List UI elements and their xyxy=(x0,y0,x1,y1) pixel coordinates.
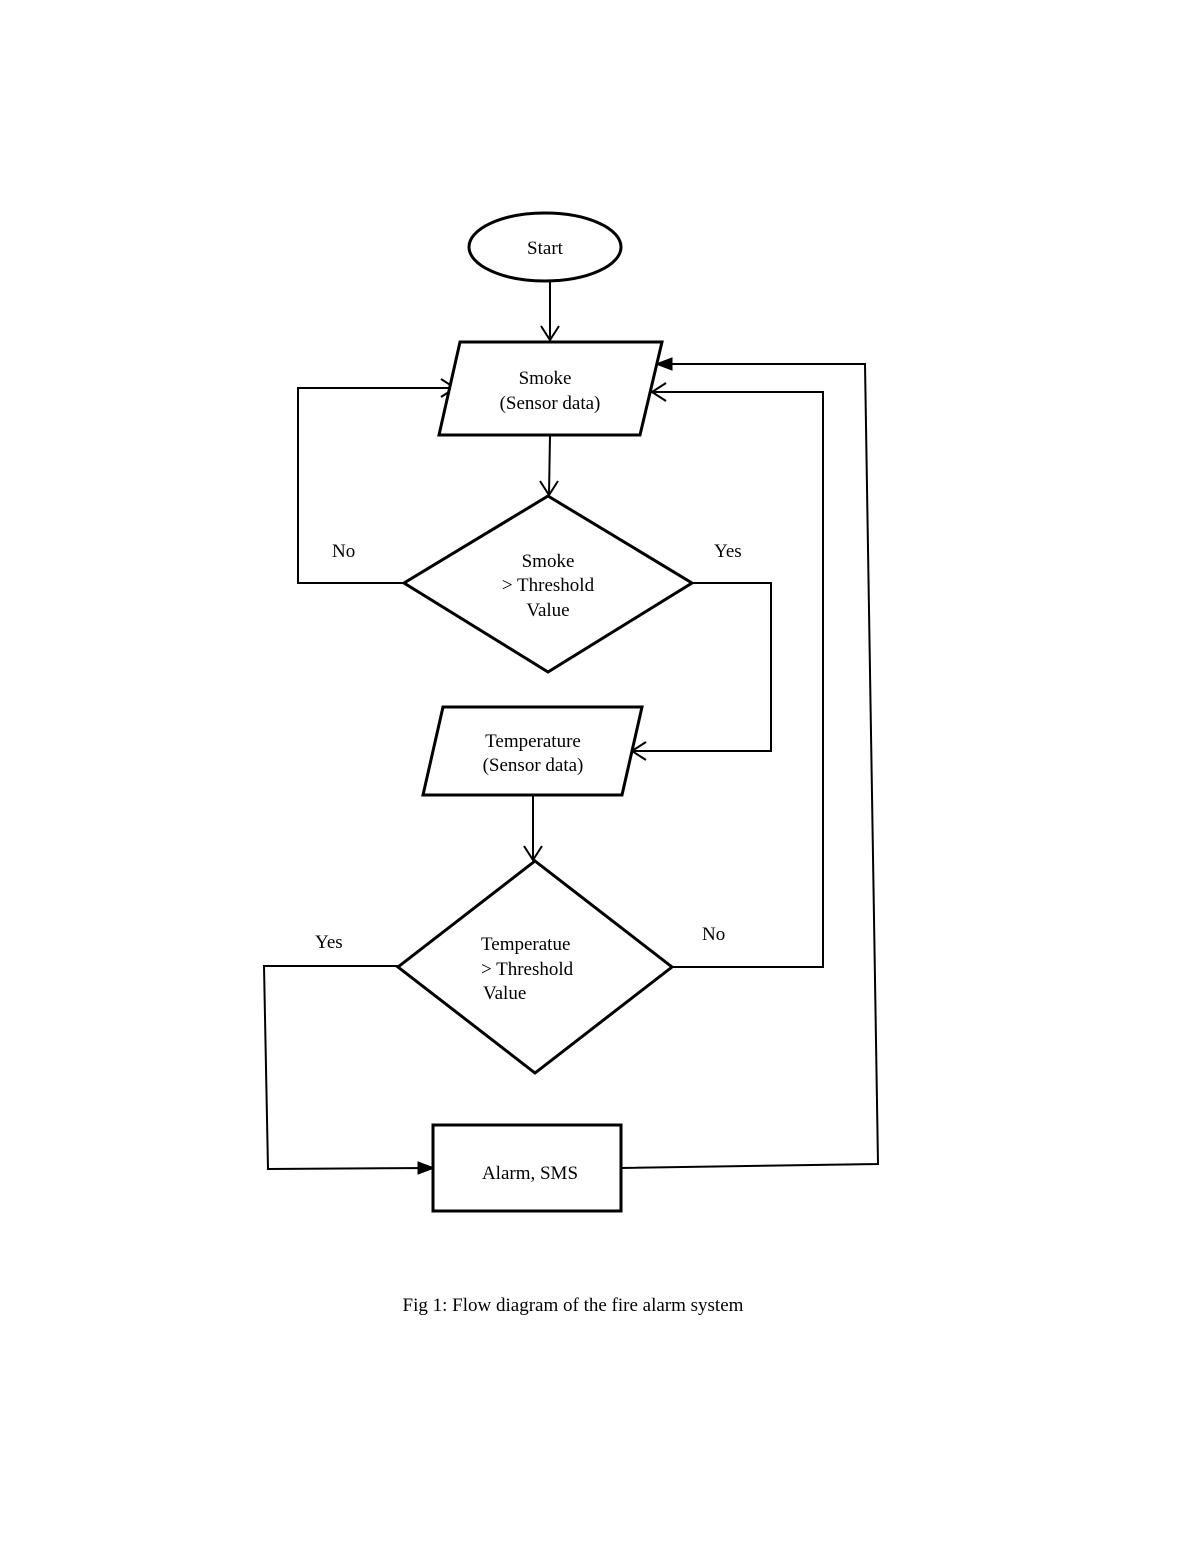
smoke-input-label-line2: (Sensor data) xyxy=(500,393,601,414)
alarm-label: Alarm, SMS xyxy=(482,1163,578,1184)
temp-decision-label-line1: Temperatue xyxy=(481,934,570,955)
temp-input-label-line1: Temperature xyxy=(485,731,581,752)
alarm-process-box xyxy=(431,1123,623,1213)
temp-decision-label-line3: Value xyxy=(483,983,526,1004)
smoke-decision-label-line2: > Threshold xyxy=(502,575,595,596)
figure-caption: Fig 1: Flow diagram of the fire alarm sy… xyxy=(403,1295,744,1316)
temp-decision-node: Temperatue > Threshold Value xyxy=(395,859,675,1075)
start-terminator xyxy=(467,211,623,283)
temp-decision-diamond xyxy=(395,859,675,1075)
arrowhead xyxy=(650,382,667,402)
edge-temp-no-loop xyxy=(652,391,824,968)
edge-label-temp-yes: Yes xyxy=(315,932,343,953)
edge-temp-yes-to-alarm xyxy=(262,965,433,1171)
edge-label-smoke-yes: Yes xyxy=(714,541,742,562)
smoke-input-label-line1: Smoke xyxy=(519,368,572,389)
temp-input-label-line2: (Sensor data) xyxy=(483,755,584,776)
start-node: Start xyxy=(467,211,623,283)
edge-smoke-yes-to-temp xyxy=(632,582,772,752)
smoke-input-node: Smoke (Sensor data) xyxy=(437,340,664,437)
edge-alarm-loop xyxy=(620,363,880,1169)
arrowhead xyxy=(417,1161,436,1175)
smoke-decision-label-line3: Value xyxy=(526,600,569,621)
temp-decision-label-line2: > Threshold xyxy=(481,959,574,980)
alarm-node: Alarm, SMS xyxy=(431,1123,623,1213)
smoke-input-parallelogram xyxy=(437,340,664,437)
temp-input-parallelogram xyxy=(421,705,644,797)
temp-input-node: Temperature (Sensor data) xyxy=(421,705,644,797)
edge-smoke-to-decision xyxy=(548,434,551,496)
arrowhead xyxy=(654,357,673,371)
edge-label-smoke-no: No xyxy=(332,541,355,562)
smoke-decision-label-line1: Smoke xyxy=(522,551,575,572)
edge-smoke-no-loop xyxy=(297,387,455,584)
edge-label-temp-no: No xyxy=(702,924,725,945)
arrowhead xyxy=(540,325,560,342)
start-label: Start xyxy=(527,238,564,259)
smoke-decision-node: Smoke > Threshold Value xyxy=(401,494,695,674)
connectors xyxy=(262,281,880,1175)
arrowhead xyxy=(523,845,543,862)
smoke-decision-diamond xyxy=(401,494,695,674)
